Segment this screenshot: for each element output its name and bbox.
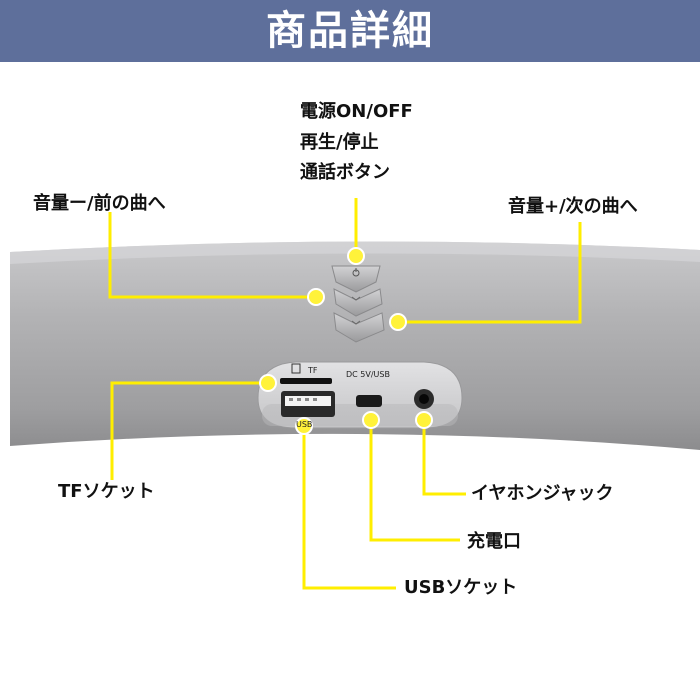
callout-dot-volume-down (307, 288, 325, 306)
micro-usb-port[interactable] (356, 395, 382, 407)
callout-dot-tf (259, 374, 277, 392)
top-button-volume-down[interactable] (333, 288, 383, 317)
volume-down-chevron-icon (351, 296, 361, 301)
callout-dot-volume-up (389, 313, 407, 331)
page-title: 商品詳細 (266, 8, 434, 54)
usb-port-label: USB (296, 420, 313, 429)
header-banner: 商品詳細 (0, 0, 700, 62)
callout-charge-port: 充電口 (467, 531, 521, 552)
callout-usb-socket: USBソケット (404, 577, 518, 598)
tf-port-label: TF (308, 366, 318, 375)
callout-power-line3: 通話ボタン (300, 162, 390, 183)
top-button-volume-up[interactable] (333, 312, 385, 343)
usb-port[interactable] (281, 391, 335, 417)
dc-port-label: DC 5V/USB (346, 370, 390, 379)
tf-card-slot[interactable] (280, 378, 332, 384)
earphone-jack[interactable] (414, 389, 434, 409)
callout-dot-jack (415, 411, 433, 429)
callout-volume-down: 音量ー/前の曲へ (33, 193, 166, 214)
sd-card-icon (291, 363, 301, 374)
callout-power-line1: 電源ON/OFF (300, 101, 413, 122)
callout-earphone-jack: イヤホンジャック (471, 483, 614, 504)
callout-dot-power (347, 247, 365, 265)
volume-up-chevron-icon (351, 320, 361, 325)
callout-power-line2: 再生/停止 (300, 132, 379, 153)
callout-tf-socket: TFソケット (58, 481, 155, 502)
callout-dot-charge (362, 411, 380, 429)
callout-dot-usb (295, 417, 313, 435)
callout-volume-up: 音量+/次の曲へ (508, 196, 638, 217)
top-button-power[interactable] (331, 265, 381, 293)
leader-lines (108, 198, 582, 590)
power-icon (352, 268, 360, 277)
